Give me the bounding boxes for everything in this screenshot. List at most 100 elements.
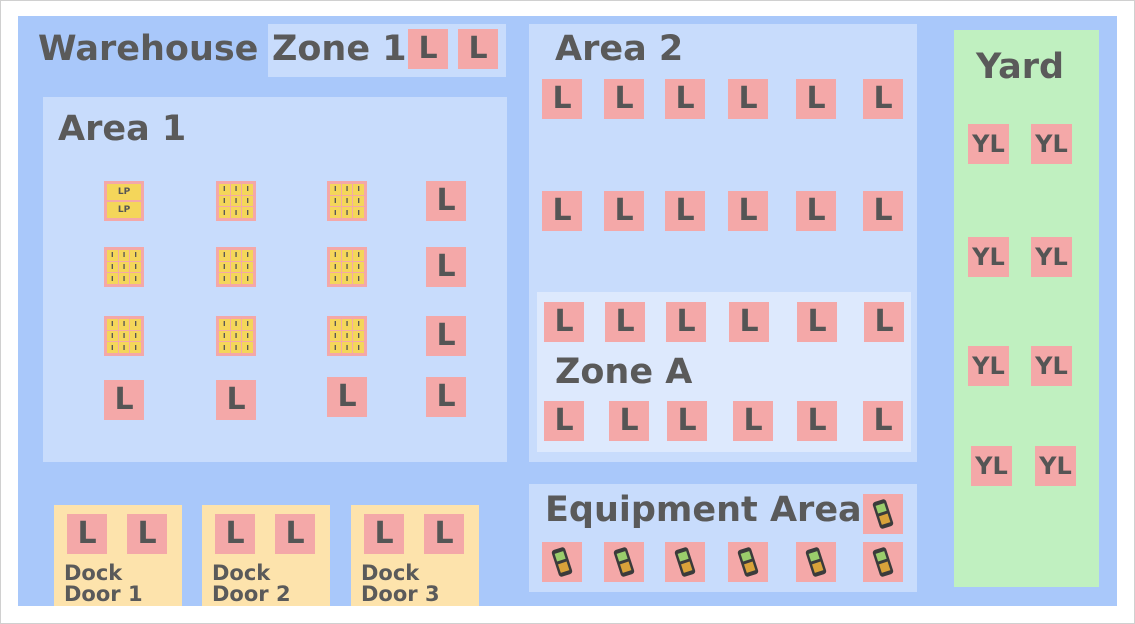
- pallet-cell: I: [118, 319, 130, 330]
- pallet-cell: I: [230, 261, 242, 273]
- pallet-cell: I: [341, 207, 353, 218]
- pallet-cell: I: [242, 342, 253, 353]
- pallet-cell: I: [130, 261, 141, 273]
- pallet-cell: I: [353, 250, 364, 261]
- pallet-cell: I: [242, 195, 253, 207]
- location-tile[interactable]: L: [797, 401, 837, 441]
- pallet-cell: I: [130, 273, 141, 284]
- location-tile[interactable]: L: [542, 79, 582, 119]
- location-tile[interactable]: L: [327, 377, 367, 417]
- license-plate-tile[interactable]: LP LP: [104, 181, 144, 221]
- dock-door-label: Door 1: [64, 582, 143, 606]
- pallet-cell: I: [107, 319, 118, 330]
- location-tile[interactable]: L: [67, 514, 107, 554]
- pallet-cell: I: [330, 195, 341, 207]
- pallet-cell: I: [107, 342, 118, 353]
- handheld-scanner-icon[interactable]: [542, 542, 582, 582]
- location-tile[interactable]: L: [665, 191, 705, 231]
- location-tile[interactable]: L: [609, 401, 649, 441]
- location-tile[interactable]: L: [104, 380, 144, 420]
- location-tile[interactable]: L: [426, 316, 466, 356]
- location-tile[interactable]: L: [215, 514, 255, 554]
- yard-location-tile[interactable]: YL: [971, 446, 1012, 486]
- location-tile[interactable]: L: [426, 247, 466, 287]
- location-tile[interactable]: L: [544, 401, 584, 441]
- location-tile[interactable]: L: [666, 302, 706, 342]
- pallet-cell: I: [118, 330, 130, 342]
- location-tile[interactable]: L: [604, 191, 644, 231]
- pallet-cell: I: [219, 273, 230, 284]
- location-tile[interactable]: L: [733, 401, 773, 441]
- location-tile[interactable]: L: [797, 302, 837, 342]
- pallet-cell: I: [353, 207, 364, 218]
- dock-door-label: Dock: [212, 561, 271, 585]
- yard-location-tile[interactable]: YL: [968, 346, 1009, 386]
- pallet-cell: I: [242, 273, 253, 284]
- handheld-scanner-icon[interactable]: [604, 542, 644, 582]
- handheld-scanner-icon[interactable]: [863, 542, 903, 582]
- pallet-cell: I: [219, 250, 230, 261]
- pallet-cell: I: [230, 319, 242, 330]
- zone-a-title: Zone A: [555, 352, 693, 392]
- location-tile[interactable]: L: [605, 302, 645, 342]
- area-2-title: Area 2: [555, 29, 684, 69]
- location-tile[interactable]: L: [127, 514, 167, 554]
- location-tile[interactable]: L: [424, 514, 464, 554]
- handheld-scanner-icon[interactable]: [863, 494, 903, 534]
- location-tile[interactable]: L: [216, 380, 256, 420]
- location-tile[interactable]: L: [796, 191, 836, 231]
- location-tile[interactable]: L: [275, 514, 315, 554]
- location-tile[interactable]: L: [665, 79, 705, 119]
- location-tile[interactable]: L: [864, 302, 904, 342]
- yard-location-tile[interactable]: YL: [968, 237, 1009, 277]
- pallet-cell: I: [230, 207, 242, 218]
- dock-door-label: Door 2: [212, 582, 291, 606]
- pallet-cell: I: [330, 319, 341, 330]
- pallet-cell: I: [330, 207, 341, 218]
- yard-location-tile[interactable]: YL: [968, 124, 1009, 164]
- lp-label: LP: [107, 184, 141, 200]
- yard-region: [954, 30, 1099, 587]
- location-tile[interactable]: L: [408, 29, 448, 69]
- location-tile[interactable]: L: [863, 191, 903, 231]
- pallet-cell: I: [219, 207, 230, 218]
- location-tile[interactable]: L: [729, 302, 769, 342]
- pallet-cell: I: [341, 319, 353, 330]
- dock-door-label: Dock: [361, 561, 420, 585]
- location-tile[interactable]: L: [604, 79, 644, 119]
- yard-location-tile[interactable]: YL: [1031, 124, 1072, 164]
- pallet-cell: I: [330, 250, 341, 261]
- pallet-cell: I: [242, 250, 253, 261]
- dock-door-label: Door 3: [361, 582, 440, 606]
- pallet-cell: I: [130, 250, 141, 261]
- equipment-area-title: Equipment Area: [545, 490, 862, 530]
- location-tile[interactable]: L: [796, 79, 836, 119]
- location-tile[interactable]: L: [863, 79, 903, 119]
- yard-location-tile[interactable]: YL: [1035, 446, 1076, 486]
- location-tile[interactable]: L: [728, 79, 768, 119]
- pallet-cell: I: [242, 319, 253, 330]
- location-tile[interactable]: L: [364, 514, 404, 554]
- location-tile[interactable]: L: [728, 191, 768, 231]
- location-tile[interactable]: L: [542, 191, 582, 231]
- location-tile[interactable]: L: [544, 302, 584, 342]
- handheld-scanner-icon[interactable]: [665, 542, 705, 582]
- handheld-scanner-icon[interactable]: [728, 542, 768, 582]
- location-tile[interactable]: L: [863, 401, 903, 441]
- yard-location-tile[interactable]: YL: [1031, 237, 1072, 277]
- location-tile[interactable]: L: [667, 401, 707, 441]
- location-tile[interactable]: L: [426, 181, 466, 221]
- yard-location-tile[interactable]: YL: [1031, 346, 1072, 386]
- location-tile[interactable]: L: [426, 377, 466, 417]
- handheld-scanner-icon[interactable]: [796, 542, 836, 582]
- location-tile[interactable]: L: [458, 29, 498, 69]
- pallet-cell: I: [118, 273, 130, 284]
